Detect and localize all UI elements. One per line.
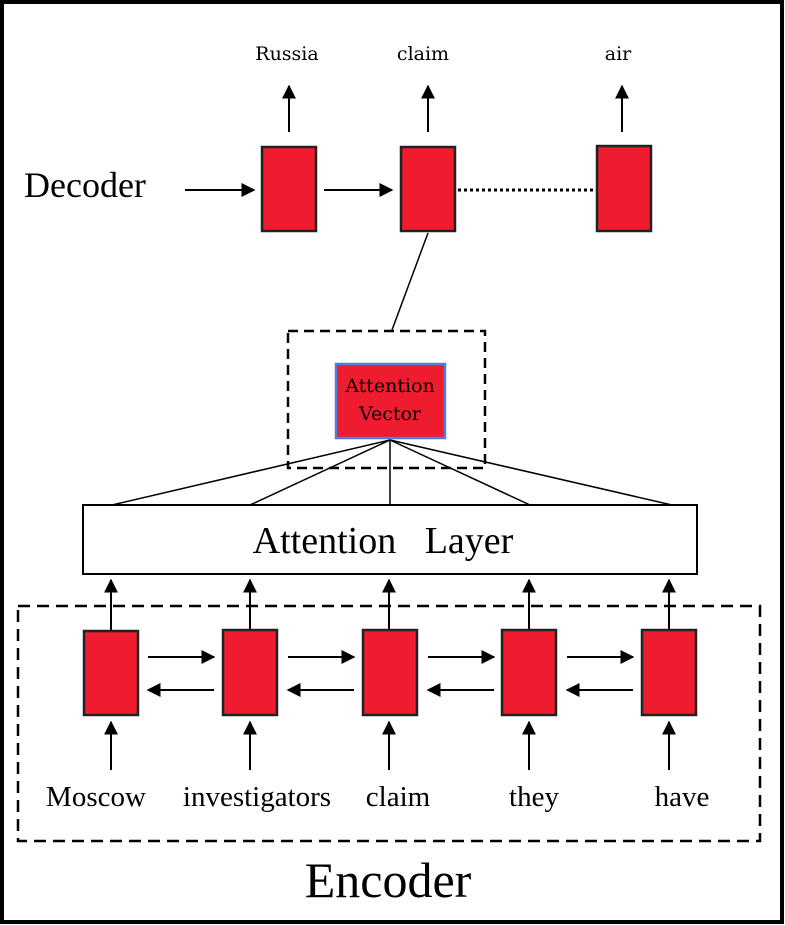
encoder-input-word: they	[509, 781, 559, 813]
encoder-label: Encoder	[305, 852, 472, 908]
encoder-to-attention-arrows	[104, 578, 676, 630]
attention-fan-lines	[111, 439, 673, 506]
encoder-input-word: investigators	[183, 781, 331, 813]
decoder-output-word: air	[605, 43, 632, 65]
encoder-input-word: Moscow	[46, 781, 146, 813]
encoder-input-word: have	[655, 781, 710, 813]
decoder-cell-2	[399, 145, 457, 233]
attention-layer-label: Attention Layer	[253, 520, 514, 562]
decoder-attention-link	[391, 232, 429, 331]
encoder-input-arrows	[104, 720, 676, 770]
encoder-cell-4	[500, 628, 558, 717]
encoder-bidirectional-arrows	[146, 650, 635, 697]
encoder-input-word: claim	[366, 781, 431, 813]
decoder-label: Decoder	[24, 165, 146, 205]
attention-vector-label-line1: Attention	[344, 375, 435, 397]
attention-layer-box	[82, 504, 698, 575]
decoder-cell-3	[595, 144, 653, 233]
encoder-cell-2	[221, 628, 279, 717]
attention-vector-label-line2: Vector	[358, 403, 422, 425]
encoder-cell-3	[361, 628, 419, 717]
decoder-output-word: claim	[397, 43, 449, 65]
decoder-output-word: Russia	[255, 43, 318, 65]
attention-vector-box	[334, 362, 447, 440]
decoder-cell-1	[260, 145, 318, 233]
encoder-cell-5	[640, 628, 698, 717]
attention-vector-group	[286, 329, 487, 470]
encoder-cell-1	[82, 629, 140, 717]
